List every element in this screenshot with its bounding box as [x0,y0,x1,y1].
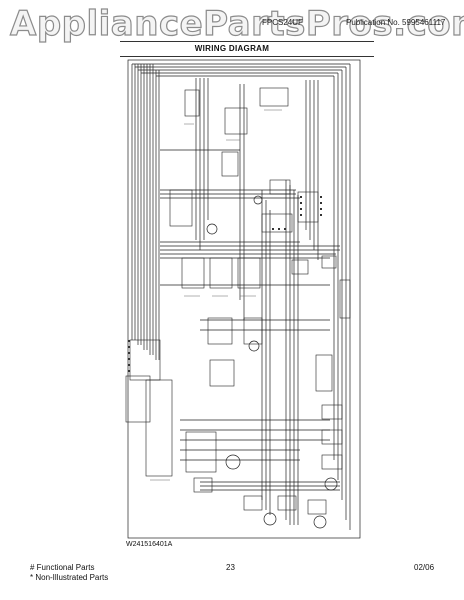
diagram-frame [127,59,361,539]
title-rule-top [120,41,374,42]
motor-symbols [206,195,338,529]
top-harness-bundle [132,63,350,77]
page-number: 23 [226,563,235,572]
diagram-code: W241516401A [126,541,173,548]
component-label-marks [150,109,282,481]
revision-date: 02/06 [414,563,435,572]
page-title: WIRING DIAGRAM [194,44,270,53]
connector-blocks [125,87,351,515]
functional-parts-note: # Functional Parts [30,563,95,572]
model-number: FPCS24UF [262,18,303,27]
left-harness-bundle [131,64,160,360]
title-rule-bottom [120,56,374,57]
cross-wires [160,149,340,491]
center-wire-group [195,78,299,525]
publication-number: Publication No. 5995461117 [346,18,446,27]
right-harness-bundle [305,64,351,530]
footer-legend: # Functional Parts * Non-Illustrated Par… [30,563,108,583]
connector-pins [128,196,322,372]
non-illustrated-parts-note: * Non-Illustrated Parts [30,573,109,582]
watermark-logo: AppliancePartsPros.com [9,3,464,44]
